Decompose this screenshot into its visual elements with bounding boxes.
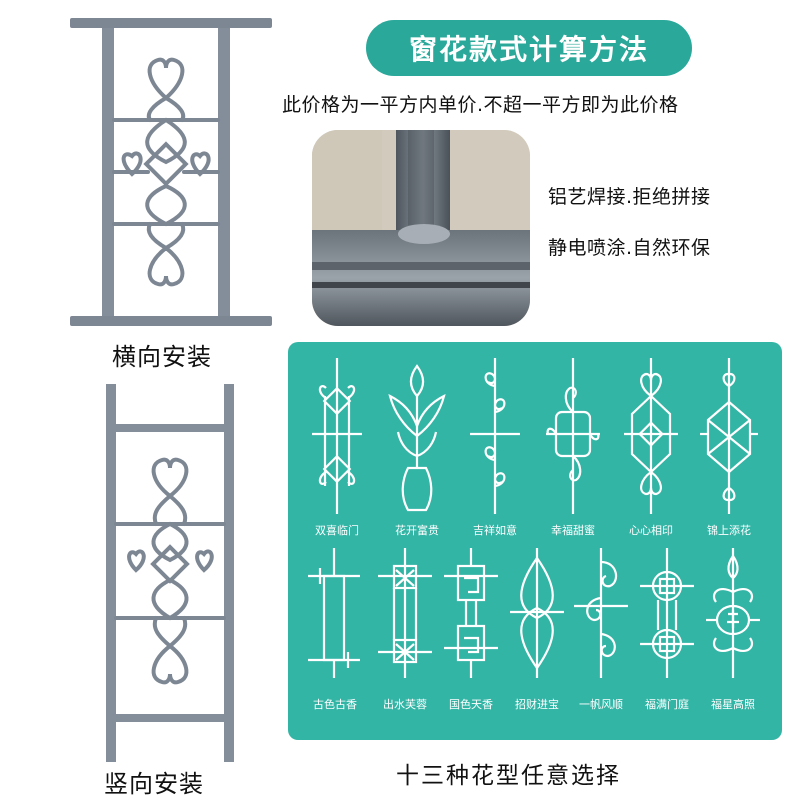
pattern-guose-drawing: [444, 548, 498, 678]
pattern-yifan-drawing: [574, 548, 628, 678]
horizontal-install-caption: 横向安装: [112, 343, 212, 371]
weld-closeup-photo: [312, 130, 530, 326]
pattern-label: 锦上添花: [707, 524, 751, 537]
pattern-fuman[interactable]: 福满门庭: [636, 548, 698, 711]
pattern-yifan[interactable]: 一帆风顺: [570, 548, 632, 711]
pattern-xingfu[interactable]: 幸福甜蜜: [542, 356, 604, 537]
page-title: 窗花款式计算方法: [408, 33, 649, 66]
pattern-label: 古色古香: [313, 698, 357, 711]
pattern-label: 吉祥如意: [473, 524, 517, 537]
pattern-label: 双喜临门: [315, 524, 359, 537]
pattern-shuangxi[interactable]: 双喜临门: [306, 356, 368, 537]
window-grille-vertical-drawing: [106, 384, 234, 762]
feature-coating: 静电喷涂.自然环保: [548, 237, 711, 259]
pattern-label: 一帆风顺: [579, 698, 623, 711]
pattern-fuxing[interactable]: 福星高照: [702, 548, 764, 711]
pattern-xinxin[interactable]: 心心相印: [620, 356, 682, 537]
pattern-zhaocai-drawing: [510, 548, 564, 678]
pattern-label: 福星高照: [711, 698, 755, 711]
pattern-label: 心心相印: [629, 524, 673, 537]
pattern-label: 幸福甜蜜: [551, 524, 595, 537]
pattern-label: 招财进宝: [515, 698, 559, 711]
pattern-fuxing-drawing: [706, 548, 760, 678]
pattern-fuman-drawing: [640, 548, 694, 678]
pattern-label: 出水芙蓉: [383, 698, 427, 711]
pattern-xinxin-drawing: [624, 358, 678, 514]
bottom-caption: 十三种花型任意选择: [396, 763, 621, 789]
window-grille-horizontal-drawing: [70, 18, 272, 326]
pattern-jinshang[interactable]: 锦上添花: [698, 356, 760, 537]
pattern-huakai[interactable]: 花开富贵: [386, 356, 448, 537]
pattern-xingfu-drawing: [546, 358, 600, 514]
pattern-shuangxi-drawing: [312, 358, 362, 514]
pattern-board: 双喜临门 花开富贵 吉祥如意: [288, 342, 782, 740]
pattern-guse[interactable]: 古色古香: [304, 548, 366, 711]
weld-closeup-drawing: [312, 130, 530, 326]
vertical-install-caption: 竖向安装: [104, 770, 204, 798]
price-note: 此价格为一平方内单价.不超一平方即为此价格: [282, 94, 679, 116]
pattern-label: 福满门庭: [645, 698, 689, 711]
pattern-label: 国色天香: [449, 698, 493, 711]
feature-welding: 铝艺焊接.拒绝拼接: [548, 186, 711, 208]
pattern-label: 花开富贵: [395, 524, 439, 537]
pattern-chushui[interactable]: 出水芙蓉: [374, 548, 436, 711]
pattern-jixiang[interactable]: 吉祥如意: [464, 356, 526, 537]
horizontal-install-window-image: [68, 10, 276, 332]
pattern-guse-drawing: [308, 548, 360, 678]
pattern-zhaocai[interactable]: 招财进宝: [506, 548, 568, 711]
pattern-guose[interactable]: 国色天香: [440, 548, 502, 711]
pattern-huakai-drawing: [388, 364, 446, 512]
pattern-jinshang-drawing: [700, 358, 758, 514]
pattern-jixiang-drawing: [470, 358, 520, 514]
pattern-chushui-drawing: [378, 548, 432, 678]
vertical-install-window-image: [100, 384, 240, 762]
title-banner: 窗花款式计算方法: [366, 20, 692, 76]
